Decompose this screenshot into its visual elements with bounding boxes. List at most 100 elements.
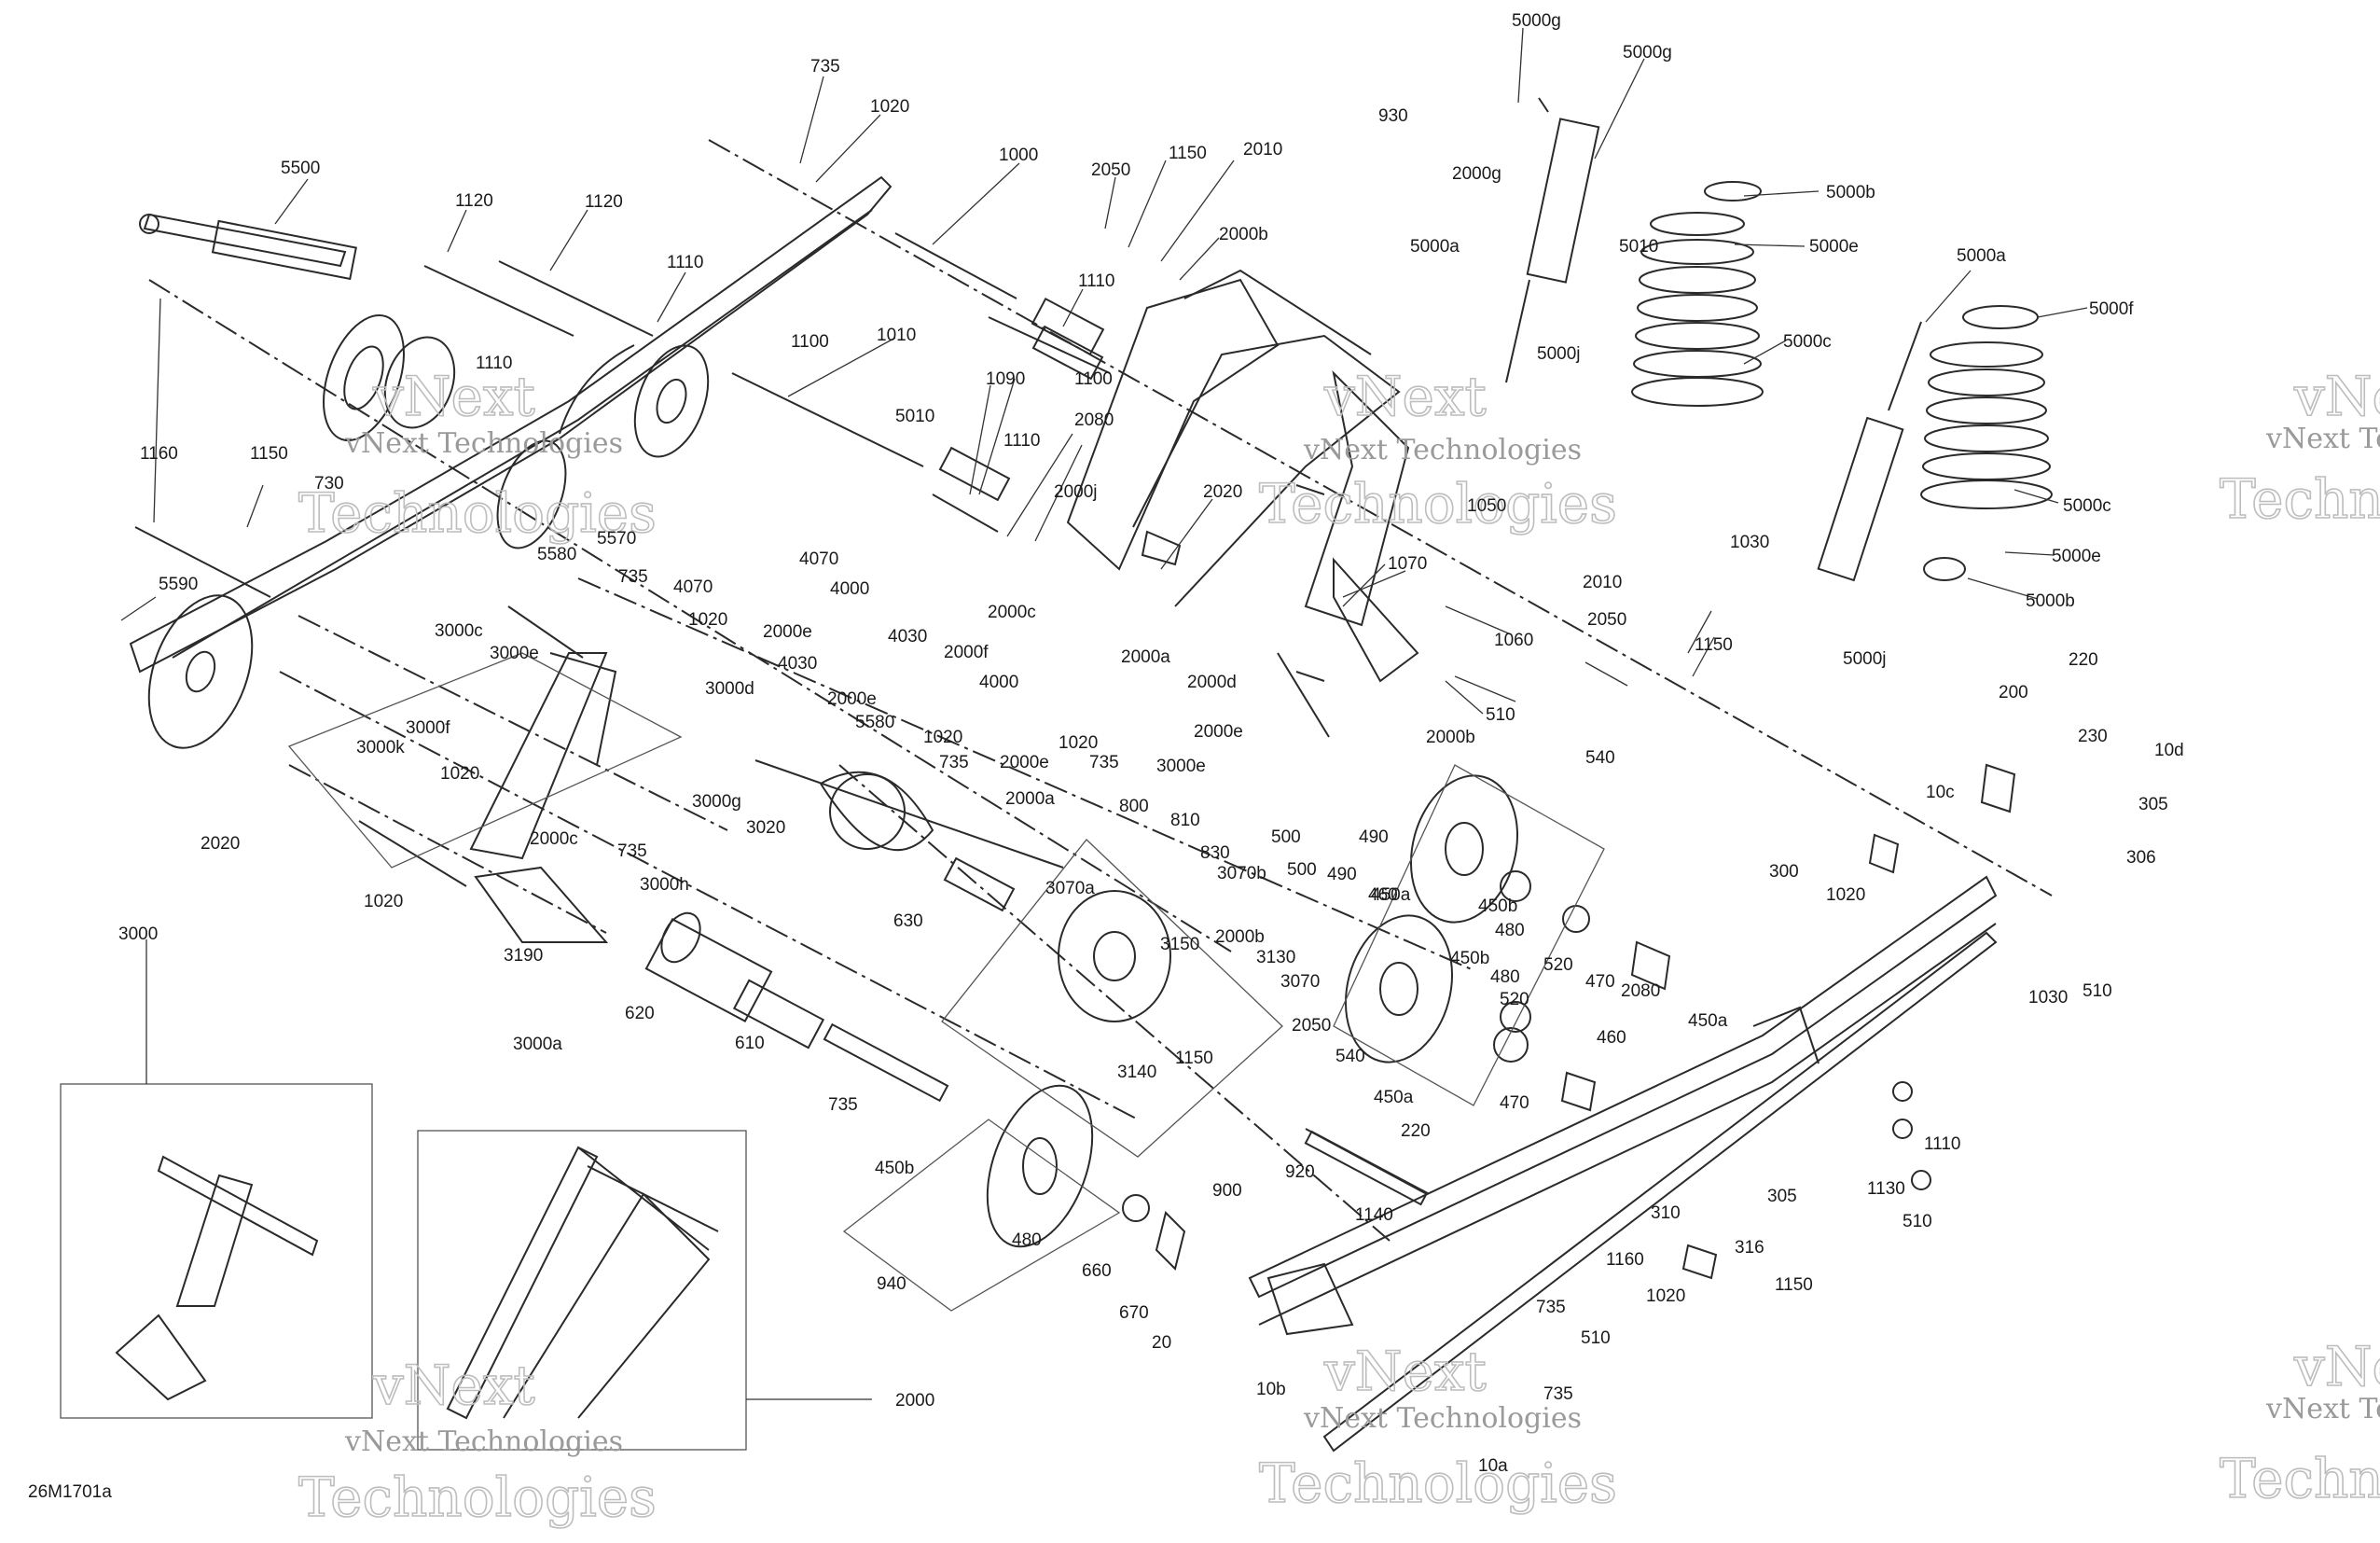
callout-label: 500 — [1271, 827, 1301, 847]
callout-label: 3070b — [1217, 864, 1266, 883]
callout-label: 5500 — [281, 159, 320, 178]
callout-label: 4000 — [830, 579, 869, 599]
callout-label: 460 — [1368, 885, 1398, 905]
callout-label: 5580 — [855, 713, 894, 732]
callout-label: 5580 — [537, 545, 576, 564]
callout-label: 2010 — [1583, 573, 1622, 592]
group-frame-3000 — [287, 652, 683, 869]
callout-label: 2050 — [1292, 1016, 1331, 1036]
group-frame-3070 — [941, 839, 1283, 1158]
callout-label: 540 — [1335, 1047, 1365, 1066]
callout-label: 4030 — [778, 654, 817, 674]
callout-label: 630 — [893, 911, 923, 931]
callout-label: 4070 — [673, 577, 713, 597]
callout-label: 830 — [1200, 843, 1230, 863]
callout-label: 450b — [875, 1159, 914, 1178]
callout-label: 3070a — [1045, 879, 1095, 898]
callout-label: 1030 — [1730, 533, 1769, 552]
grouping-frames — [60, 652, 1605, 1451]
callout-label: 490 — [1327, 865, 1357, 884]
callout-label: 810 — [1170, 811, 1200, 830]
callout-label: 735 — [1543, 1384, 1573, 1404]
callout-label: 10d — [2154, 741, 2184, 760]
callout-label: 3000k — [356, 738, 405, 758]
watermark: Technologies — [298, 1466, 657, 1529]
callout-label: 316 — [1735, 1238, 1764, 1258]
callout-label: 5010 — [1619, 237, 1658, 257]
callout-label: 730 — [314, 474, 344, 493]
watermark: vNext — [2293, 365, 2380, 428]
callout-label: 1020 — [1826, 885, 1865, 905]
callout-label: 1160 — [1606, 1250, 1644, 1270]
callout-label: 3000c — [435, 621, 483, 641]
callout-label: 735 — [1089, 753, 1119, 772]
callout-label: 220 — [1401, 1121, 1431, 1141]
callout-label: 2020 — [201, 834, 240, 854]
callout-label: 3000e — [490, 644, 539, 663]
callout-label: 1130 — [1867, 1179, 1905, 1199]
callout-label: 2000c — [530, 829, 578, 849]
callout-label: 305 — [1767, 1187, 1797, 1206]
callout-label: 5000g — [1623, 43, 1672, 63]
callout-label: 450a — [1371, 885, 1411, 905]
callout-label: 230 — [2078, 727, 2108, 746]
watermark: Technologies — [2220, 1447, 2380, 1510]
callout-label: 510 — [1903, 1212, 1932, 1231]
callout-label: 1110 — [1003, 431, 1040, 451]
watermark: vNext — [2293, 1335, 2380, 1398]
callout-label: 1030 — [2028, 988, 2068, 1008]
callout-label: 1050 — [1467, 496, 1506, 516]
callout-label: 510 — [1581, 1328, 1611, 1348]
callout-label: 3070 — [1280, 972, 1320, 992]
callout-label: 800 — [1119, 797, 1149, 816]
callout-label: 3130 — [1256, 948, 1295, 967]
callout-label: 2000e — [1000, 753, 1049, 772]
callout-label: 2000d — [1187, 673, 1237, 692]
callout-label: 900 — [1212, 1181, 1242, 1201]
callout-label: 3000f — [406, 718, 450, 738]
callout-label: 1160 — [140, 444, 178, 464]
callout-label: 1070 — [1388, 554, 1427, 574]
callout-label: 2050 — [1587, 610, 1626, 630]
callout-label: 2020 — [1203, 482, 1242, 502]
watermark: vNext Technologies — [1303, 1402, 1582, 1435]
callout-label: 1100 — [1074, 369, 1113, 389]
callout-label: 10b — [1256, 1380, 1286, 1399]
callout-label: 490 — [1359, 827, 1389, 847]
callout-label: 20 — [1152, 1333, 1171, 1353]
callout-label: 10a — [1478, 1456, 1508, 1476]
callout-label: 480 — [1012, 1230, 1042, 1250]
callout-label: 2000e — [763, 622, 812, 642]
callout-label: 2000e — [827, 689, 877, 709]
callout-label: 5590 — [159, 575, 198, 594]
callout-label: 5570 — [597, 529, 636, 549]
callout-label: 1020 — [364, 892, 403, 911]
callout-label: 3150 — [1160, 935, 1199, 954]
inset-box-2000 — [417, 1130, 747, 1451]
callout-label: 2000b — [1219, 225, 1268, 244]
part-drawings — [115, 97, 2053, 1453]
group-frame-670 — [842, 1119, 1121, 1312]
callout-label: 1020 — [923, 728, 962, 747]
inset-label-3000: 3000 — [118, 924, 158, 944]
callout-label: 3000e — [1156, 757, 1206, 776]
callout-label: 4000 — [979, 673, 1018, 692]
callout-label: 300 — [1769, 862, 1799, 882]
callout-label: 5000g — [1512, 11, 1561, 31]
callout-labels: 735 1020 1000 2050 1150 2010 2000b 5000g… — [140, 11, 2184, 1476]
callout-label: 200 — [1999, 683, 2028, 702]
watermark: vNext Technologies — [2265, 423, 2380, 455]
callout-label: 5000c — [1783, 332, 1832, 352]
callout-label: 735 — [1536, 1298, 1566, 1317]
callout-label: 2010 — [1243, 140, 1282, 160]
callout-label: 5010 — [895, 407, 934, 426]
leader-lines — [120, 27, 2088, 715]
callout-label: 540 — [1585, 748, 1615, 768]
callout-label: 2000g — [1452, 164, 1501, 184]
callout-label: 470 — [1585, 972, 1615, 992]
watermark: vNext — [1323, 1340, 1487, 1403]
callout-label: 450a — [1374, 1088, 1414, 1107]
callout-label: 1120 — [455, 191, 493, 211]
callout-label: 1140 — [1355, 1205, 1393, 1225]
